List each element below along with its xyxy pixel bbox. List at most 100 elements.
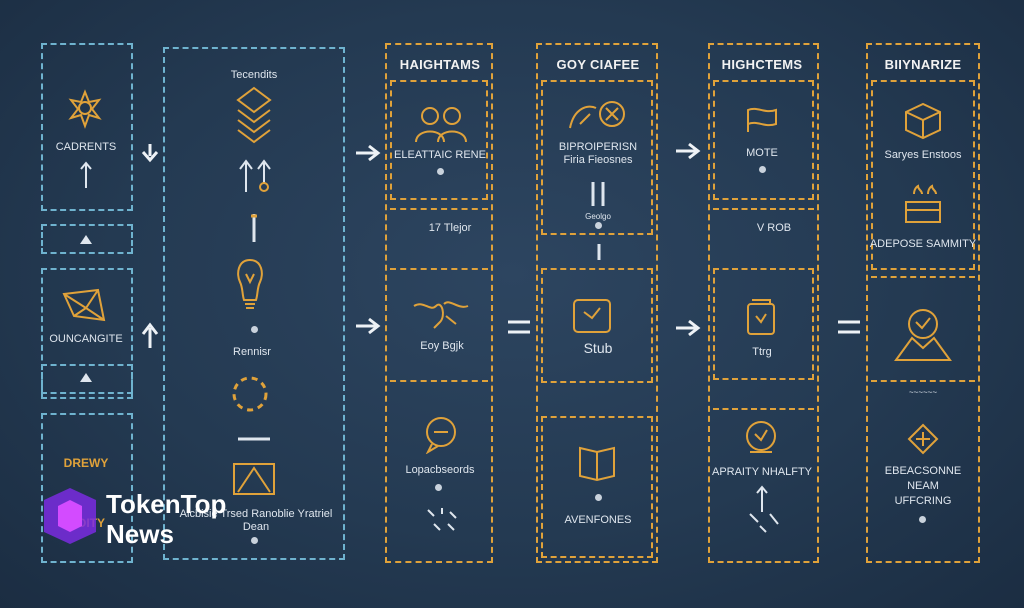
col6-dot-1 (919, 516, 926, 523)
col3-divider-2 (390, 268, 488, 270)
up-arrows-icon (239, 159, 271, 192)
col3-divider-1 (390, 208, 488, 210)
col6-label-2: ADEPOSE SAMMITY (869, 238, 977, 250)
mountain-icon (894, 309, 952, 361)
col3-label-2: 17 Tlejor (428, 222, 472, 234)
up-arrow-icon-3 (756, 485, 768, 512)
candle-icon (905, 184, 941, 223)
col1-label-1: CADRENTS (55, 141, 117, 153)
col2-label-2: Rennisr (233, 346, 271, 358)
col4-box-2 (541, 268, 653, 383)
col4-dot-1 (595, 222, 602, 229)
col6-header: BIIYNARIZE (884, 57, 962, 72)
up-arrow-small-icon-2 (80, 373, 92, 382)
col4-box-1 (541, 80, 653, 235)
box-icon (905, 102, 941, 140)
layers-icon (236, 86, 272, 144)
col4-header: GOY CIAFEE (556, 57, 640, 72)
down-arrow-icon (141, 144, 159, 163)
divider-bar-icon (238, 437, 270, 441)
col2-dot-1 (251, 326, 258, 333)
col5-header: HIGHCTEMS (721, 57, 803, 72)
book-icon (579, 446, 615, 482)
col1-label-3: DREWY (63, 456, 109, 470)
diamond-icon (907, 423, 939, 455)
col4-label-4: AVENFONES (564, 514, 632, 526)
col3-dot-2 (435, 484, 442, 491)
sparkle-icon-2 (749, 513, 779, 533)
col1-box-bottom (41, 413, 133, 563)
flag-icon (747, 107, 777, 132)
flower-icon (68, 89, 102, 129)
col4-label-1: BIPROIPERISN Firia Fieosnes (558, 141, 638, 166)
col6-outer (866, 43, 980, 563)
col5-divider-2 (713, 408, 814, 410)
leaf-icon (569, 101, 625, 129)
col1-label-2: OUNCANGITE (49, 333, 123, 345)
star-icon (62, 288, 106, 322)
puzzle-icon (413, 301, 469, 329)
col5-label-1: MOTE (746, 147, 778, 159)
col4-dot-2 (595, 494, 602, 501)
col6-label-3: EBEACSONNE NEAM UFFCRING (884, 465, 962, 507)
jar-icon (747, 299, 775, 335)
people-icon (415, 107, 467, 143)
equals-icon (508, 320, 530, 334)
col3-label-4: Lopacbseords (405, 464, 475, 476)
col5-divider-1 (713, 208, 814, 210)
col5-dot-1 (759, 166, 766, 173)
document-icon (573, 299, 611, 333)
col5-label-3: Ttrg (752, 346, 772, 358)
connector-icon (597, 244, 601, 260)
chat-icon (425, 417, 456, 454)
brand-line-2: News (106, 519, 174, 549)
up-arrow-icon (80, 161, 92, 188)
col6-label-1: Saryes Enstoos (884, 149, 962, 161)
col6-box-1 (871, 80, 975, 270)
col1-box-mid (41, 268, 133, 399)
col6-small-label: ~~~~~~ (908, 388, 938, 397)
col5-label-4: APRAITY NHALFTY (711, 466, 813, 478)
brand-logo: TokenTop News (40, 484, 240, 554)
col2-box (163, 47, 345, 560)
col4-label-2: Geolgo (585, 212, 611, 221)
col3-dot-1 (437, 168, 444, 175)
col6-divider-2 (871, 380, 975, 382)
right-arrow-icon (356, 144, 381, 162)
col2-label-1: Tecendits (230, 69, 278, 81)
col4-outer (536, 43, 658, 563)
col6-divider-1 (871, 276, 975, 278)
bell-icon (746, 421, 776, 453)
col1-box-top (41, 43, 133, 211)
brand-mark-icon (44, 488, 96, 544)
pause-icon (591, 182, 605, 206)
right-arrow-icon-4 (676, 319, 701, 337)
col5-box-1 (713, 80, 814, 200)
col3-label-3: Eoy Bgjk (420, 340, 464, 352)
col4-box-3 (541, 416, 653, 558)
brand-line-1: TokenTop (106, 489, 227, 519)
right-arrow-icon-2 (356, 317, 381, 335)
col1-box-small2 (41, 364, 133, 394)
tent-icon (233, 463, 275, 495)
refresh-icon (232, 376, 268, 412)
col3-header: HAIGHTAMS (399, 57, 481, 72)
col4-label-3: Stub (583, 340, 613, 356)
col3-label-1: ELEATTAIC RENE (394, 149, 486, 161)
col3-outer (385, 43, 493, 563)
sparkle-icon (427, 508, 457, 531)
col2-dot-2 (251, 537, 258, 544)
col3-box-1 (390, 80, 488, 200)
col3-divider-3 (390, 380, 488, 382)
pin-icon (251, 214, 257, 242)
col5-box-2 (713, 268, 814, 380)
col5-label-2: V ROB (756, 222, 792, 234)
equals-icon-2 (838, 320, 860, 334)
col1-box-small1 (41, 224, 133, 254)
up-arrow-icon-2 (141, 322, 159, 348)
right-arrow-icon-3 (676, 142, 701, 160)
col5-outer (708, 43, 819, 563)
up-arrow-small-icon (80, 235, 92, 244)
lightbulb-icon (237, 258, 263, 309)
col2-label-3: Alcbisie Trsed Ranoblie Yratriel Dean (179, 508, 333, 533)
